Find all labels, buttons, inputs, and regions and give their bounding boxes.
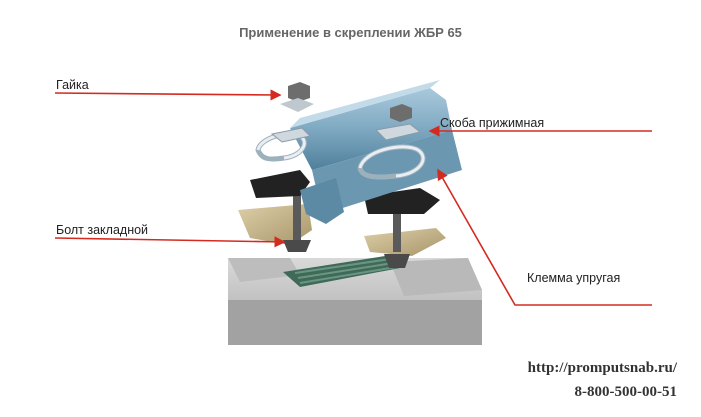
arrow-anchor-bolt bbox=[54, 236, 286, 248]
anchor-bolt-left bbox=[283, 190, 311, 252]
label-elastic-clip: Клемма упругая bbox=[527, 271, 621, 285]
callout-arrows bbox=[54, 89, 652, 306]
nut-left bbox=[280, 82, 314, 112]
label-anchor-bolt: Болт закладной bbox=[56, 223, 149, 237]
diagram-title: Применение в скреплении ЖБР 65 bbox=[239, 25, 462, 40]
arrow-nut bbox=[54, 89, 282, 101]
base-plate-right bbox=[364, 228, 446, 256]
elastic-clip-right bbox=[357, 144, 426, 180]
footer-url[interactable]: http://promputsnab.ru/ bbox=[527, 360, 677, 376]
anchor-bolt-right bbox=[384, 200, 410, 268]
nut-right bbox=[390, 104, 412, 122]
footer-phone: 8-800-500-00-51 bbox=[574, 384, 677, 400]
concrete-sleeper bbox=[228, 258, 482, 345]
arrow-elastic-clip bbox=[437, 168, 652, 306]
label-nut: Гайка bbox=[56, 78, 89, 92]
rail-pad bbox=[283, 256, 400, 287]
insulator-left bbox=[250, 170, 310, 198]
clamp-bracket-right bbox=[374, 123, 422, 141]
label-clamp-bracket: Скоба прижимная bbox=[440, 116, 545, 130]
clamp-bracket-left bbox=[270, 127, 312, 143]
